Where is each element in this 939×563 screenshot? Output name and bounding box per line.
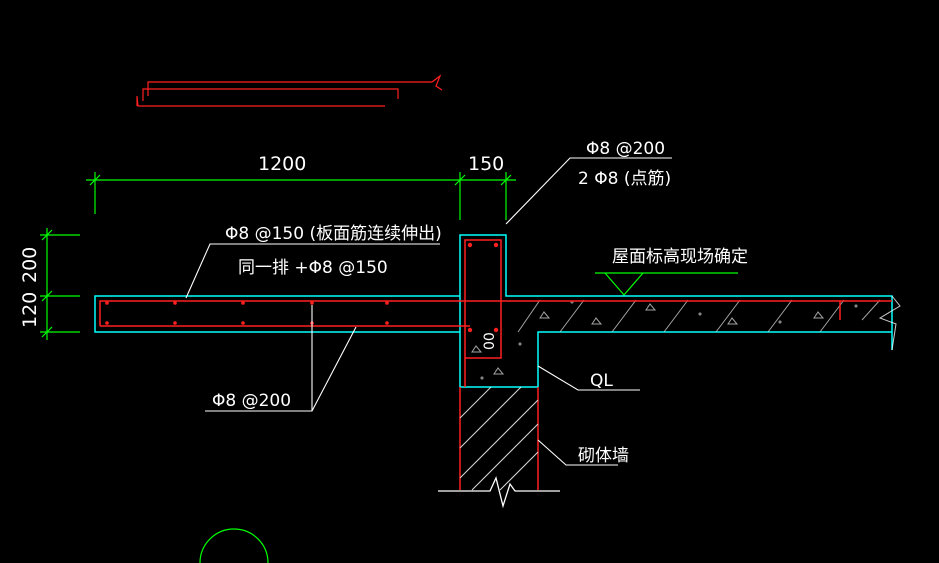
dim-slab-thickness: 120: [19, 292, 41, 328]
dimension-lines: [40, 172, 738, 340]
roof-level-note: 屋面标高现场确定: [612, 247, 748, 267]
roof-slab-hatch: [471, 295, 901, 380]
dim-beam-upper-height: 200: [19, 247, 41, 283]
top-bar-note: Φ8 @150 (板面筋连续伸出): [225, 224, 442, 244]
masonry-wall-label: 砌体墙: [578, 446, 629, 466]
rebar-dots: [105, 242, 499, 333]
stray-red-lines: [136, 74, 443, 107]
ring-beam-label: QL: [590, 371, 613, 391]
beam-stirrup-note: Φ8 @200: [586, 139, 665, 159]
bottom-bar-note: Φ8 @200: [212, 391, 291, 411]
leader-lines: [185, 157, 672, 466]
small-dim-label: 00: [482, 332, 498, 350]
dim-overhang-width: 1200: [258, 153, 306, 175]
top-bar-note-extra: 同一排 +Φ8 @150: [238, 258, 388, 278]
masonry-wall: [438, 386, 560, 509]
partial-circle-mark: [199, 528, 269, 563]
concrete-outline: [94, 234, 893, 388]
beam-corner-bar-note: 2 Φ8 (点筋): [578, 169, 671, 189]
rebar: [99, 239, 892, 387]
dim-beam-width: 150: [468, 153, 504, 175]
